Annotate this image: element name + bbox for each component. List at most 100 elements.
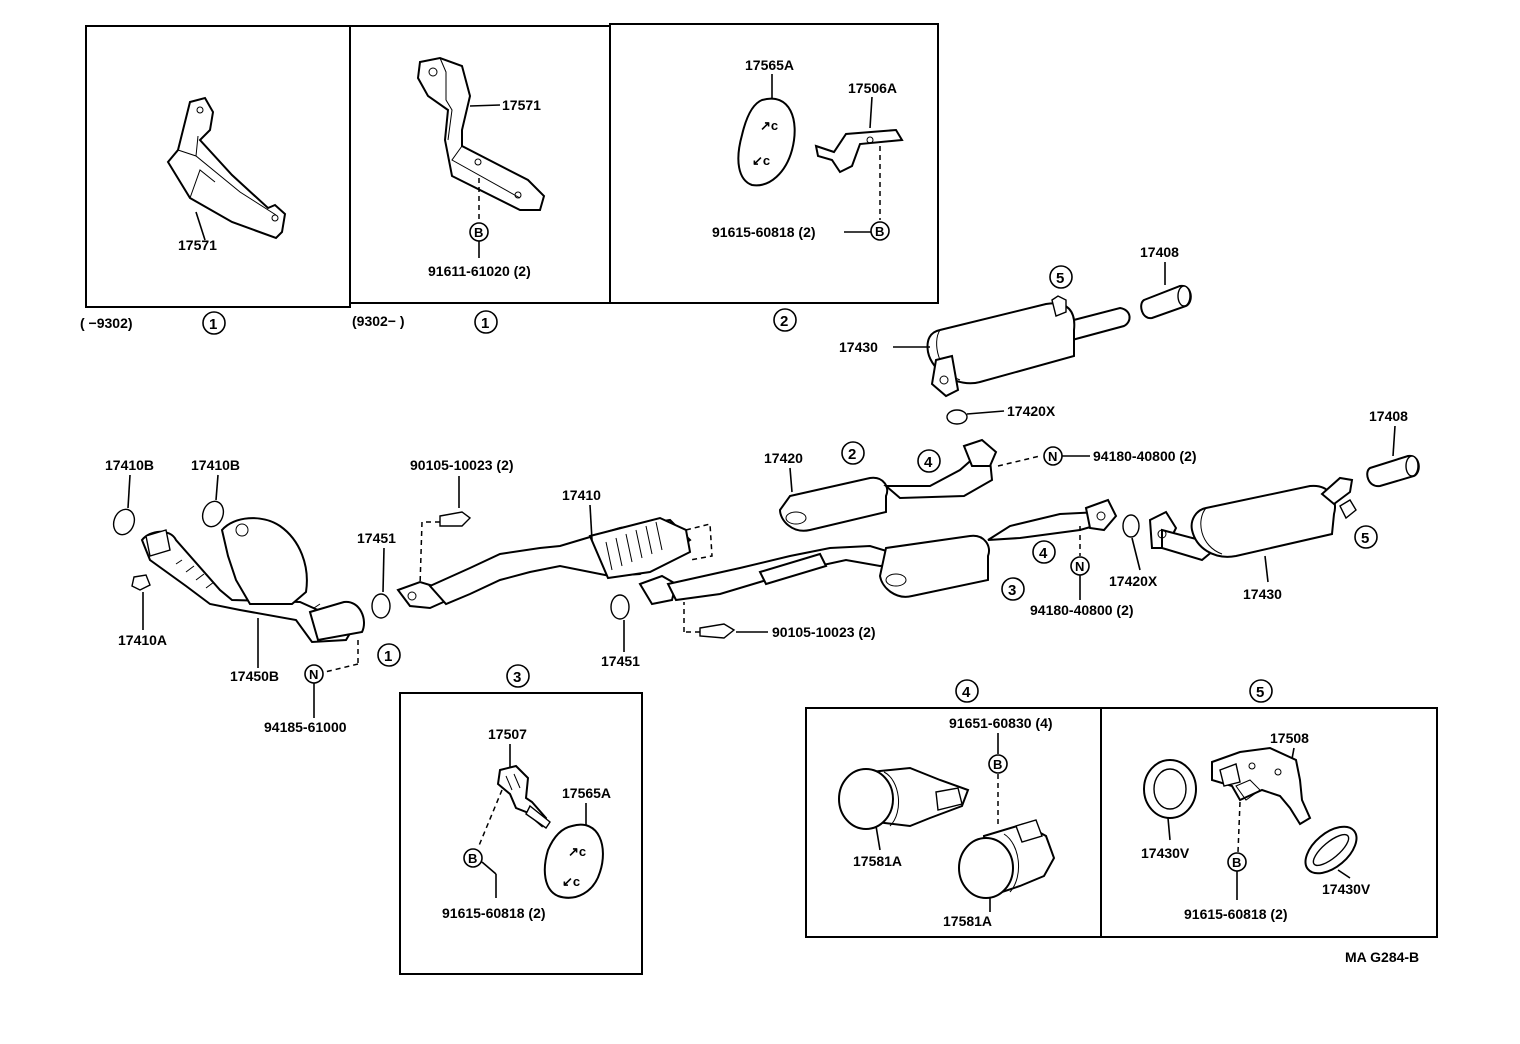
label-17565A-d3: 17565A — [562, 785, 611, 801]
svg-text:↗c: ↗c — [760, 118, 778, 133]
label-17408-top: 17408 — [1140, 244, 1179, 260]
gasket-17451-a — [371, 593, 391, 619]
svg-text:↗c: ↗c — [568, 844, 586, 859]
nut-17410A — [131, 574, 151, 591]
panel-hanger-2 — [609, 23, 939, 304]
callout-2-main: 2 — [848, 446, 856, 463]
label-17420X-top: 17420X — [1007, 403, 1056, 419]
tail-pipe-17408-top — [1140, 284, 1192, 320]
gasket-17420X-top — [946, 409, 968, 425]
label-17430V-right: 17430V — [1322, 881, 1371, 897]
label-94180-upper: 94180-40800 (2) — [1093, 448, 1197, 464]
muffler-17430-top — [926, 295, 1131, 398]
label-91615-60818-d5: 91615-60818 (2) — [1184, 906, 1288, 922]
label-90105-upper: 90105-10023 (2) — [410, 457, 514, 473]
label-17565A-top: 17565A — [745, 57, 794, 73]
gasket-17430V-left — [1143, 759, 1197, 819]
detail-5-box: 5 17508 B 91615-60818 (2) 17430V 17430V — [1100, 679, 1438, 938]
converter-pipe-17410 — [396, 516, 713, 610]
label-17450B: 17450B — [230, 668, 279, 684]
label-17571-a: 17571 — [178, 237, 217, 253]
bracket-17571-early — [166, 96, 287, 240]
bracket-17508 — [1211, 746, 1312, 826]
center-pipe-17420 — [638, 438, 1118, 606]
gasket-17430V-right — [1304, 825, 1358, 875]
svg-text:N: N — [1075, 559, 1084, 574]
bracket-17506A — [814, 128, 904, 174]
detail-4-box: 4 91651-60830 (4) B 17581A 17581A — [805, 679, 1102, 938]
top-panels: 17571 17571 B 91611-61020 (2) 17565A ↗c … — [80, 23, 939, 335]
label-17410B-right: 17410B — [191, 457, 240, 473]
detail-3-box: 3 17507 B 91615-60818 (2) 17565A ↗c ↙c — [399, 664, 643, 975]
svg-text:B: B — [1232, 855, 1241, 870]
bracket-17571-late — [416, 56, 546, 211]
gasket-17420X-lower — [1122, 514, 1140, 538]
callout-1-main: 1 — [384, 648, 392, 665]
svg-text:B: B — [474, 225, 483, 240]
svg-text:N: N — [1048, 449, 1057, 464]
exhaust-tip-17581A-lower — [958, 819, 1056, 899]
label-17430-lower: 17430 — [1243, 586, 1282, 602]
label-17420: 17420 — [764, 450, 803, 466]
detail-3-num: 3 — [513, 669, 521, 686]
callout-5-top: 5 — [1056, 270, 1064, 287]
svg-text:B: B — [993, 757, 1002, 772]
label-17410: 17410 — [562, 487, 601, 503]
label-17408-lower: 17408 — [1369, 408, 1408, 424]
label-17581A-upper: 17581A — [853, 853, 902, 869]
caption-range-late: (9302− ) — [352, 313, 405, 329]
label-17410B-left: 17410B — [105, 457, 154, 473]
gasket-17410B-right — [201, 500, 225, 528]
callout-4-upper: 4 — [924, 454, 933, 471]
label-94180-lower: 94180-40800 (2) — [1030, 602, 1134, 618]
label-17506A: 17506A — [848, 80, 897, 96]
diagram-code: MA G284-B — [1345, 949, 1419, 965]
label-17420X-lower: 17420X — [1109, 573, 1158, 589]
label-17451-b: 17451 — [601, 653, 640, 669]
manifold-converter-17450B — [140, 517, 365, 644]
callout-3-main: 3 — [1008, 582, 1016, 599]
tail-pipe-17408-lower — [1366, 454, 1420, 488]
detail-5-num: 5 — [1256, 684, 1264, 701]
bolt-b-icon — [988, 754, 1008, 774]
callout-5-main: 5 — [1361, 530, 1369, 547]
label-17508: 17508 — [1270, 730, 1309, 746]
svg-text:B: B — [875, 224, 884, 239]
label-94185-61000: 94185-61000 — [264, 719, 347, 735]
cushion-17565A-d3: ↗c ↙c — [543, 823, 604, 899]
caption-num-2: 2 — [780, 313, 788, 330]
label-17507: 17507 — [488, 726, 527, 742]
main-assembly: 5 17408 17430 17420X 17410B 17410B 174 — [105, 244, 1420, 735]
detail-4-num: 4 — [962, 684, 971, 701]
exhaust-tip-17581A-upper — [838, 766, 970, 830]
bracket-17507 — [496, 764, 551, 829]
caption-range-early: ( −9302) — [80, 315, 133, 331]
label-91615-60818-d3: 91615-60818 (2) — [442, 905, 546, 921]
label-91611-61020: 91611-61020 (2) — [428, 263, 531, 279]
svg-text:↙c: ↙c — [562, 874, 580, 889]
caption-num-1-a: 1 — [209, 316, 217, 333]
bolt-b-icon — [870, 221, 890, 241]
gasket-17451-b — [610, 594, 630, 620]
label-17451-a: 17451 — [357, 530, 396, 546]
bolt-b-icon — [463, 848, 483, 868]
svg-text:↙c: ↙c — [752, 153, 770, 168]
callout-4-lower: 4 — [1039, 545, 1048, 562]
label-91651-60830: 91651-60830 (4) — [949, 715, 1053, 731]
label-90105-lower: 90105-10023 (2) — [772, 624, 876, 640]
bolt-90105-lower — [699, 623, 736, 639]
label-91615-60818-top: 91615-60818 (2) — [712, 224, 816, 240]
label-17430V-left: 17430V — [1141, 845, 1190, 861]
muffler-17430-lower — [1148, 476, 1357, 562]
caption-num-1-b: 1 — [481, 315, 489, 332]
svg-text:N: N — [309, 667, 318, 682]
cushion-17565A-top: ↗c ↙c — [737, 97, 796, 187]
label-17571-b: 17571 — [502, 97, 541, 113]
gasket-17410B-left — [112, 508, 136, 536]
bolt-90105-upper — [439, 511, 472, 527]
svg-text:B: B — [468, 851, 477, 866]
label-17430-top: 17430 — [839, 339, 878, 355]
label-17581A-lower: 17581A — [943, 913, 992, 929]
label-17410A: 17410A — [118, 632, 167, 648]
